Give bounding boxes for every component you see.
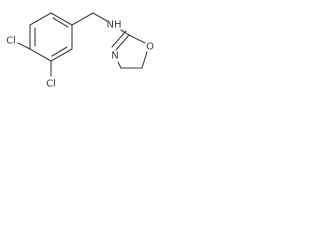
atom-n-ring: N	[111, 51, 118, 62]
bond-ring-c1-c2	[50, 12, 73, 26]
atom-cl-top: Cl	[6, 36, 16, 47]
bond-ring-inner-2	[51, 46, 68, 57]
chemical-structure-diagram: Cl Cl NH N O	[6, 12, 154, 90]
bond-c4-n	[117, 61, 122, 69]
atom-o-ring: O	[146, 42, 154, 53]
benzene-ring	[29, 12, 73, 62]
bond-ring-c3-c4	[50, 48, 73, 62]
bond-n-c2-double	[111, 30, 127, 48]
bond-ring-c4-c5	[29, 48, 52, 62]
atom-nh: NH	[107, 20, 122, 31]
bond-ring-inner-1	[52, 17, 69, 28]
bond-ring-c6-c1	[29, 12, 52, 26]
bond-ring-ch2	[71, 12, 94, 26]
atom-cl-bottom: Cl	[46, 79, 56, 90]
oxazoline-ring	[111, 30, 148, 69]
bond-n-c2	[115, 34, 130, 51]
bond-c4-cl-top	[17, 42, 31, 50]
bond-o-c5	[141, 51, 148, 69]
bond-ch2-nh	[92, 12, 108, 22]
bond-c2-o	[128, 34, 146, 44]
